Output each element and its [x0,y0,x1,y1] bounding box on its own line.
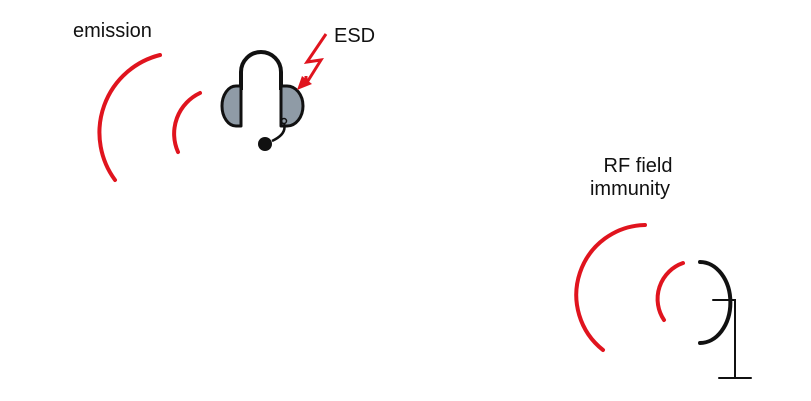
headset-left-cup [220,84,243,128]
rf-wave-outer [574,223,647,352]
antenna-icon [698,260,752,379]
esd-label: ESD [334,25,376,47]
emission-wave-outer [97,53,162,182]
emission-wave-inner [172,91,202,154]
antenna-arc [698,260,733,345]
rf-wave-inner [655,261,685,322]
headset-mic [258,137,272,151]
immunity-label: immunity [589,178,670,200]
lightning-bolt-icon [297,33,328,90]
headset-mic-boom [271,123,286,143]
headset-mic-joint [280,117,288,125]
emission-waves [97,53,202,182]
rf-waves [574,223,685,352]
headset-right-cup [279,84,305,128]
rf-field-label: RF field [603,155,673,177]
headset-icon [220,50,305,151]
antenna-stem [712,299,736,379]
headset-band [239,50,283,90]
emission-label: emission [73,20,152,42]
